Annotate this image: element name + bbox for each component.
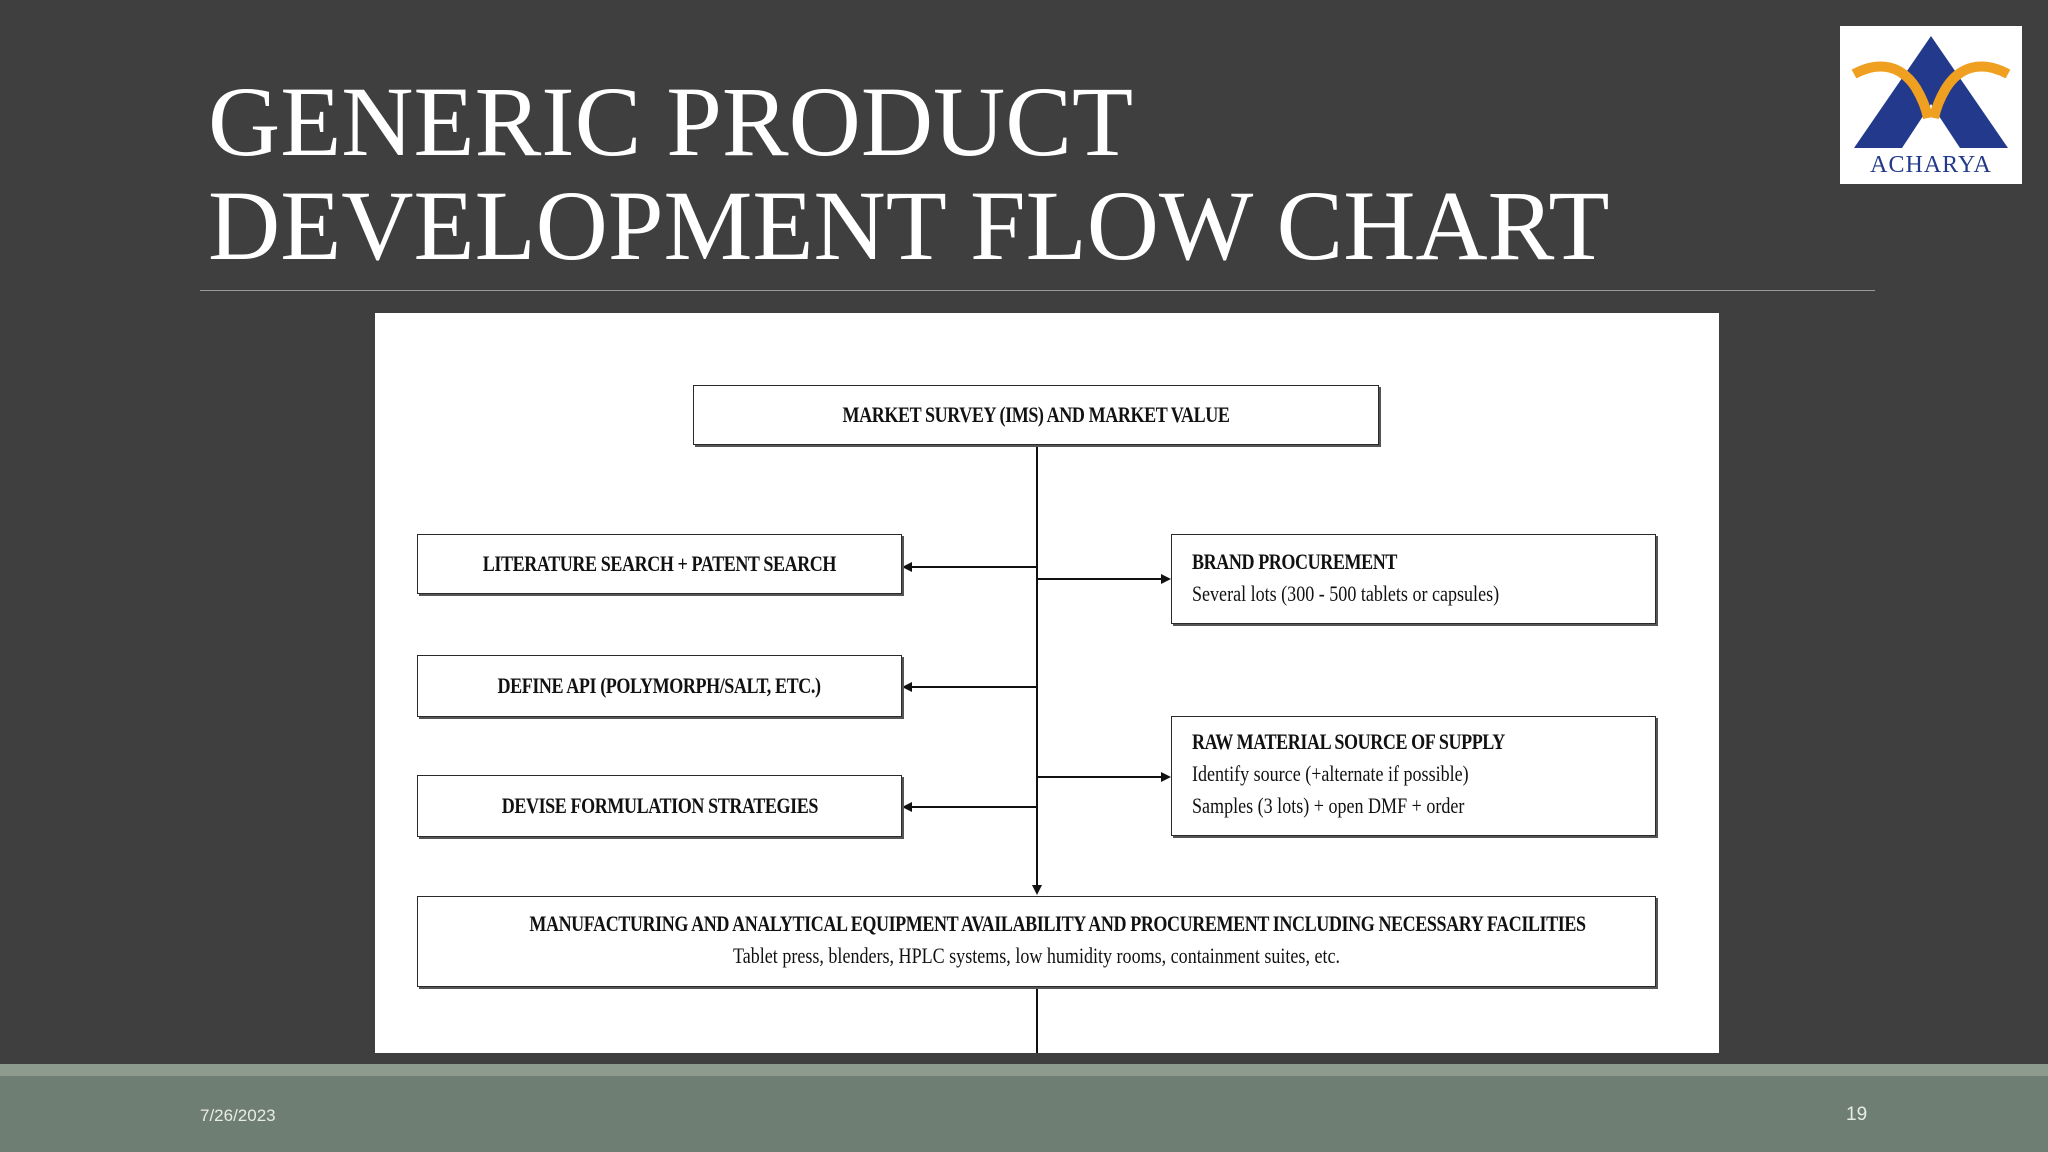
footer-bar: [0, 1076, 2048, 1152]
box-literature-search: LITERATURE SEARCH + PATENT SEARCH: [417, 534, 902, 594]
flow-connectors: [902, 445, 1171, 1053]
slide-title-line-1: GENERIC PRODUCT: [208, 66, 1134, 177]
page-number: 19: [1846, 1104, 1868, 1125]
flow-diagram: MARKET SURVEY (IMS) AND MARKET VALUE LIT…: [375, 313, 1719, 1053]
box-brand-procurement-title: BRAND PROCUREMENT: [1192, 549, 1397, 574]
logo-text: ACHARYA: [1870, 152, 1992, 178]
box-brand-procurement-detail: Several lots (300 - 500 tablets or capsu…: [1192, 581, 1500, 606]
box-manufacturing-detail: Tablet press, blenders, HPLC systems, lo…: [732, 943, 1341, 968]
box-formulation-strategies-label: DEVISE FORMULATION STRATEGIES: [501, 793, 818, 818]
box-manufacturing-equipment: MANUFACTURING AND ANALYTICAL EQUIPMENT A…: [417, 896, 1656, 987]
box-raw-material-line-2: Samples (3 lots) + open DMF + order: [1192, 793, 1465, 818]
title-divider: [200, 290, 1875, 291]
box-manufacturing-title: MANUFACTURING AND ANALYTICAL EQUIPMENT A…: [529, 911, 1586, 936]
box-literature-search-label: LITERATURE SEARCH + PATENT SEARCH: [482, 551, 837, 576]
slide-title: GENERIC PRODUCT DEVELOPMENT FLOW CHART: [208, 70, 1708, 278]
box-market-survey-label: MARKET SURVEY (IMS) AND MARKET VALUE: [842, 402, 1230, 427]
logo-emblem-icon: [1851, 36, 2011, 148]
box-formulation-strategies: DEVISE FORMULATION STRATEGIES: [417, 775, 902, 837]
footer-date: 7/26/2023: [200, 1106, 276, 1125]
box-market-survey: MARKET SURVEY (IMS) AND MARKET VALUE: [693, 385, 1379, 445]
slide-title-line-2: DEVELOPMENT FLOW CHART: [208, 170, 1610, 281]
acharya-logo: ACHARYA: [1840, 26, 2022, 184]
box-brand-procurement: BRAND PROCUREMENT Several lots (300 - 50…: [1171, 534, 1656, 624]
box-raw-material: RAW MATERIAL SOURCE OF SUPPLY Identify s…: [1171, 716, 1656, 836]
box-raw-material-line-1: Identify source (+alternate if possible): [1192, 761, 1469, 786]
box-define-api-label: DEFINE API (POLYMORPH/SALT, ETC.): [497, 673, 822, 698]
box-raw-material-title: RAW MATERIAL SOURCE OF SUPPLY: [1192, 729, 1505, 754]
box-define-api: DEFINE API (POLYMORPH/SALT, ETC.): [417, 655, 902, 717]
footer-accent-strip: [0, 1064, 2048, 1076]
